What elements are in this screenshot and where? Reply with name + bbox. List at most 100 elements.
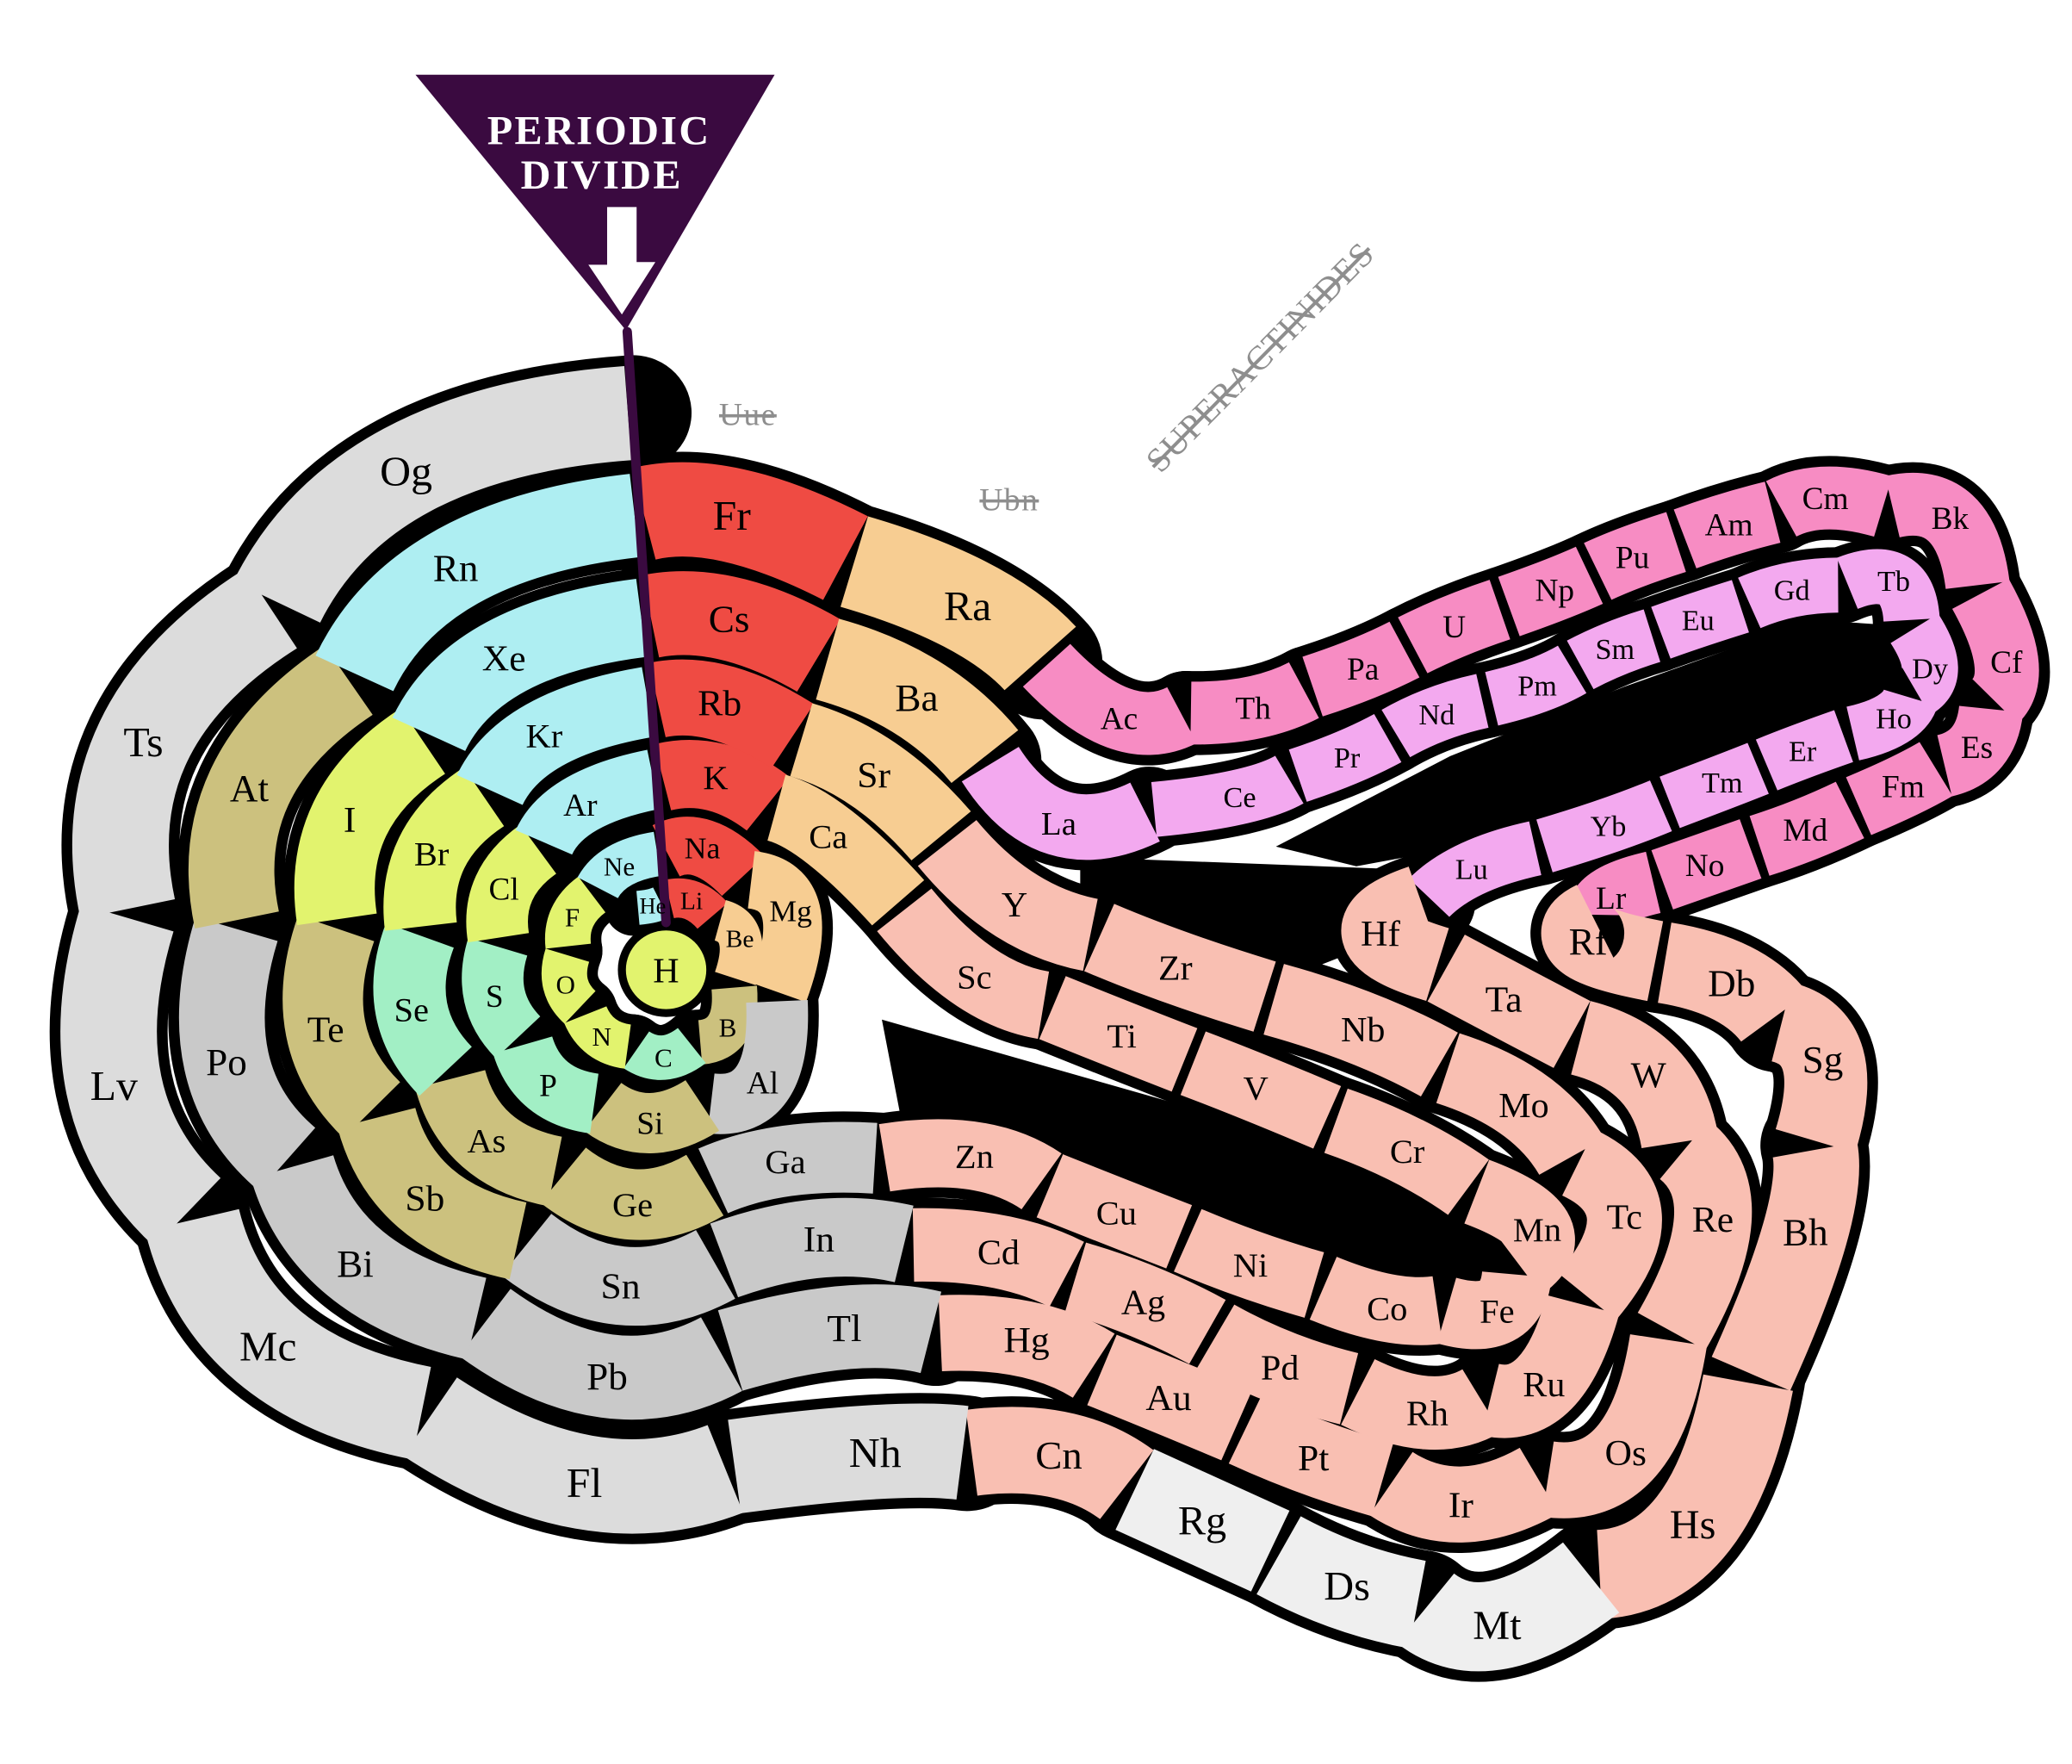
element-cell-In[interactable] [705,1197,919,1300]
element-cell-Fe[interactable] [1431,1266,1553,1350]
element-cell-Bi[interactable] [249,1150,492,1361]
element-cell-Ra[interactable] [835,514,1080,694]
element-cell-U[interactable] [1393,578,1515,676]
element-cell-Hg[interactable] [933,1295,1120,1401]
element-cell-Mt[interactable] [1392,1539,1624,1672]
element-cell-Lr[interactable] [1566,850,1666,928]
element-cell-Bk[interactable] [1879,472,2011,594]
element-cell-Sm[interactable] [1562,607,1666,692]
element-cell-Si[interactable] [579,1078,724,1153]
element-cell-Tl[interactable] [713,1284,947,1393]
element-cell-Rf[interactable] [1542,881,1668,1003]
element-cell-Ru[interactable] [1474,1290,1621,1438]
element-cell-C[interactable] [618,1025,711,1080]
element-cell-Mc[interactable] [144,1204,436,1461]
element-cell-Cu[interactable] [1032,1152,1197,1270]
element-cell-At[interactable] [188,643,377,935]
element-cell-Cs[interactable] [636,571,846,694]
element-cell-H[interactable] [625,930,707,1009]
element-cell-Ti[interactable] [1034,974,1202,1094]
element-cell-Pd[interactable] [1192,1302,1363,1426]
element-cell-Se[interactable] [373,918,475,1100]
element-cell-Sg[interactable] [1766,980,1868,1158]
element-cell-Cd[interactable] [907,1208,1089,1309]
element-cell-Rg[interactable] [1111,1447,1294,1594]
element-cell-Es[interactable] [1932,701,2024,798]
element-cell-Au[interactable] [1083,1332,1256,1463]
element-cell-Rh[interactable] [1336,1357,1507,1450]
element-cell-Mn[interactable] [1460,1158,1575,1299]
element-cell-Am[interactable] [1669,480,1785,570]
element-cell-Ca[interactable] [763,773,927,929]
element-cell-Hf[interactable] [1342,865,1454,1003]
element-cell-Cn[interactable] [960,1407,1158,1522]
element-cell-Gd[interactable] [1733,557,1844,630]
element-cell-Cf[interactable] [1950,574,2039,730]
element-cell-Ba[interactable] [811,617,1022,787]
element-cell-Y[interactable] [915,816,1103,972]
element-cell-Pa[interactable] [1298,619,1424,718]
element-cell-Pu[interactable] [1579,510,1690,602]
element-cell-Ts[interactable] [71,566,301,924]
element-cell-Te[interactable] [282,910,404,1142]
element-cell-Cl[interactable] [466,821,561,948]
element-cell-Ni[interactable] [1169,1207,1329,1320]
element-cell-Kr[interactable] [454,666,660,810]
element-cell-I[interactable] [294,705,450,931]
element-cell-Ar[interactable] [512,748,665,859]
element-cell-Sn[interactable] [497,1210,741,1326]
element-cell-Ds[interactable] [1251,1513,1430,1649]
element-cell-Tb[interactable] [1831,549,1940,627]
element-cell-Np[interactable] [1493,544,1608,638]
element-cell-He[interactable] [631,885,676,926]
element-cell-Hs[interactable] [1591,1370,1795,1619]
element-cell-Er[interactable] [1751,708,1858,792]
element-cell-Pt[interactable] [1224,1393,1398,1518]
element-cell-Os[interactable] [1535,1329,1708,1519]
element-cell-B[interactable] [693,980,758,1065]
element-cell-Ag[interactable] [1060,1241,1231,1367]
element-cell-S[interactable] [462,932,544,1063]
element-cell-Dy[interactable] [1888,609,1958,719]
element-cell-Al[interactable] [701,995,809,1134]
element-cell-W[interactable] [1566,999,1720,1153]
element-cell-Ce[interactable] [1146,754,1309,838]
element-cell-K[interactable] [648,740,795,834]
element-cell-Og[interactable] [231,365,636,627]
element-cell-Fl[interactable] [399,1375,748,1534]
element-cell-F[interactable] [544,873,610,955]
element-cell-O[interactable] [541,942,599,1028]
element-cell-Ga[interactable] [693,1121,883,1215]
element-cell-Sc[interactable] [873,885,1054,1040]
element-cell-Ta[interactable] [1423,932,1595,1071]
element-cell-Zr[interactable] [1079,902,1281,1034]
element-cell-No[interactable] [1647,817,1766,911]
element-cell-Fr[interactable] [625,462,872,602]
element-cell-Nb[interactable] [1259,962,1462,1099]
element-cell-Ne[interactable] [574,830,666,902]
element-cell-Br[interactable] [383,764,508,936]
element-cell-Cr[interactable] [1319,1087,1493,1218]
element-cell-Sb[interactable] [336,1102,531,1281]
element-cell-Co[interactable] [1305,1254,1449,1345]
element-cell-Ac[interactable] [1019,640,1203,755]
element-cell-Sr[interactable] [785,701,975,865]
element-cell-Nd[interactable] [1377,673,1493,760]
element-cell-Zn[interactable] [873,1119,1067,1213]
element-cell-Yb[interactable] [1531,779,1677,874]
element-cell-Cm[interactable] [1760,466,1898,539]
element-cell-Ho[interactable] [1841,686,1940,762]
element-cell-Fm[interactable] [1841,739,1957,837]
element-cell-Na[interactable] [646,817,769,900]
element-cell-Xe[interactable] [389,578,652,755]
element-cell-Md[interactable] [1745,780,1869,878]
element-cell-Rn[interactable] [313,473,644,696]
element-cell-Mo[interactable] [1431,1031,1608,1179]
element-cell-Nh[interactable] [723,1403,975,1514]
element-cell-Be[interactable] [710,898,763,991]
element-cell-Po[interactable] [178,912,319,1196]
element-cell-Tc[interactable] [1554,1127,1662,1325]
element-cell-Pr[interactable] [1284,711,1406,804]
element-cell-Lv[interactable] [60,899,225,1251]
element-cell-P[interactable] [491,1032,604,1134]
